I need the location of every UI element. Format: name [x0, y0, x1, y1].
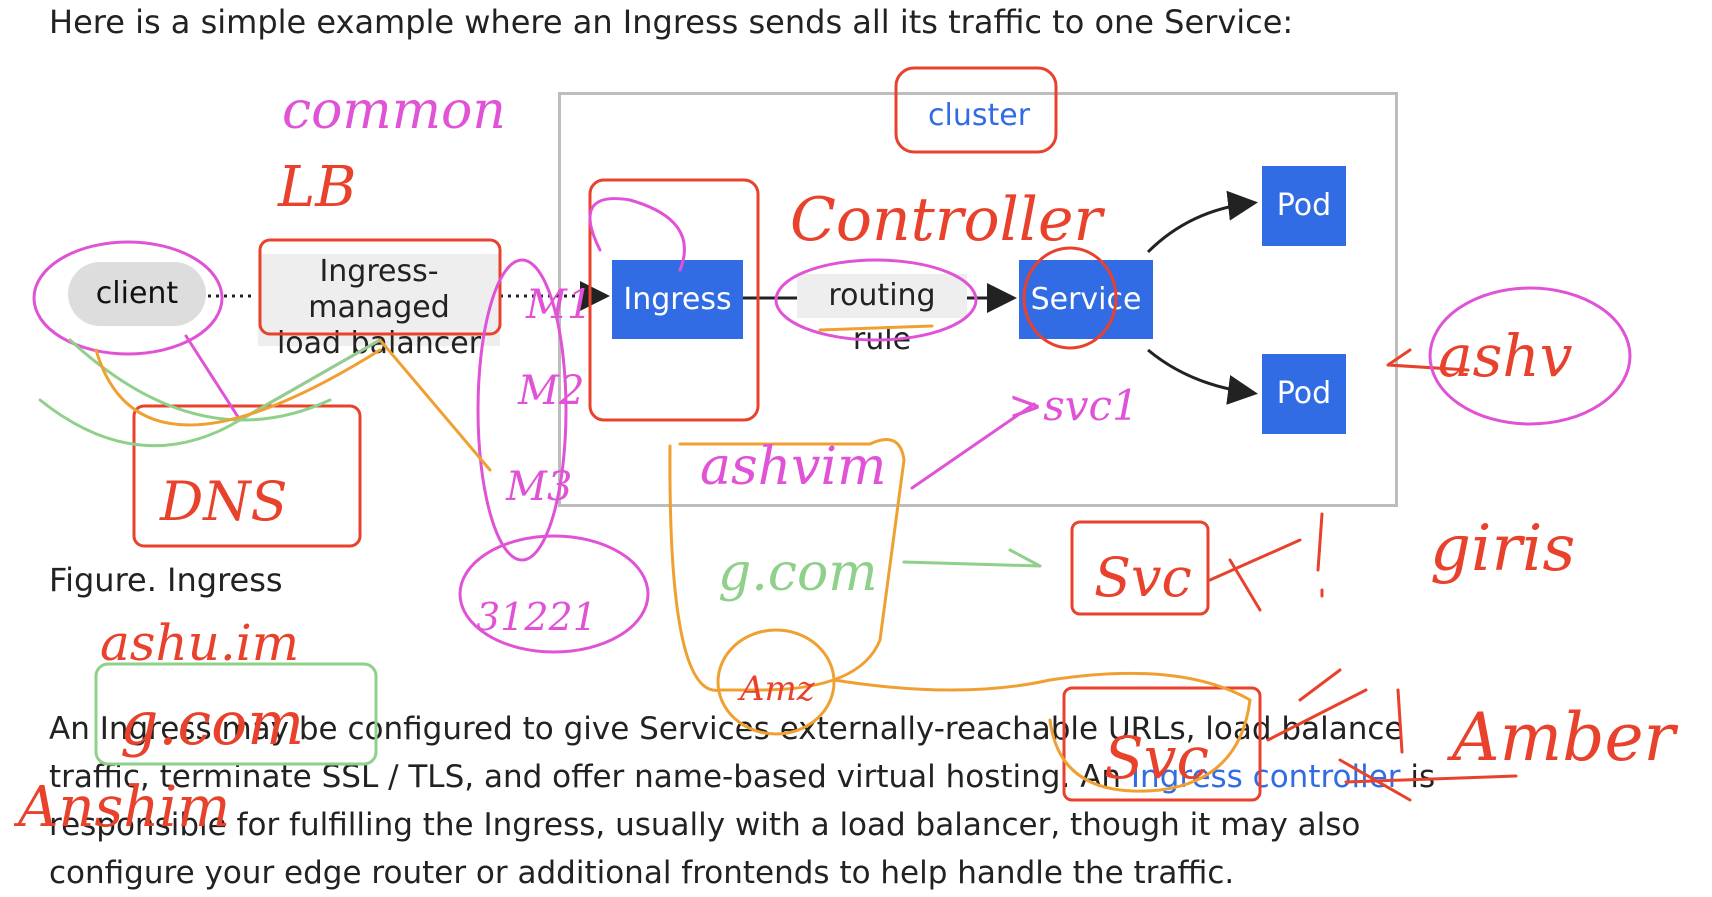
ink-common: common	[282, 81, 506, 141]
service-to-pod1-arrow	[1146, 190, 1258, 254]
figure-caption: Figure. Ingress	[49, 561, 283, 599]
paragraph-text-2: is responsible for fulfilling the Ingres…	[49, 759, 1436, 891]
pod-node-1: Pod	[1262, 166, 1346, 246]
ink-number: 31221	[476, 595, 597, 639]
dns-red-box	[132, 404, 362, 548]
pod-node-2: Pod	[1262, 354, 1346, 434]
routing-rule-pink-loop	[774, 258, 978, 342]
load-balancer-node: Ingress-managed load balancer	[258, 254, 500, 361]
m-group-pink-loop	[476, 258, 568, 562]
lb-label-line2: load balancer	[276, 326, 482, 361]
ink-girls: giris	[1430, 512, 1575, 586]
orange-underline-rule	[818, 324, 934, 332]
num-ip-pink-loop	[458, 534, 650, 654]
cluster-boundary	[558, 92, 1398, 507]
ink-lb: LB	[277, 155, 356, 220]
orange-ashvim-cup	[668, 438, 906, 692]
ingress-controller-link[interactable]: Ingress controller	[1130, 759, 1401, 795]
pink-loop-ingress	[588, 197, 686, 272]
svc-b-red-box	[1062, 686, 1262, 802]
svc-a-exclaim	[1316, 512, 1324, 598]
service-red-circle	[1022, 246, 1118, 350]
cluster-label: cluster	[928, 98, 1031, 133]
lb-red-box	[258, 238, 502, 336]
cluster-red-box	[894, 66, 1058, 154]
ink-svc-b: Svc	[1104, 724, 1209, 792]
ink-anchor-left: Anshim	[13, 775, 230, 840]
pink-to-ashvim	[910, 402, 1036, 490]
ink-m1: M1	[525, 282, 592, 328]
ingress-node: Ingress	[612, 260, 743, 339]
ink-controller: Controller	[790, 185, 1105, 255]
ink-svc1: >svc1	[1008, 381, 1139, 430]
lb-label-line1: Ingress-managed	[308, 254, 450, 325]
green-cross-lines	[38, 338, 382, 448]
ashv-pink-loop	[1428, 286, 1632, 426]
ink-dns: DNS	[159, 470, 288, 533]
svc-a-red-box	[1070, 520, 1210, 616]
body-paragraph: An Ingress may be configured to give Ser…	[49, 705, 1449, 897]
ink-gcom-mid: g.com	[718, 543, 878, 603]
ink-amz: Amz	[737, 669, 816, 709]
green-arrow-to-svc	[902, 548, 1042, 568]
ink-ashvim-mid: ashvim	[700, 437, 887, 497]
ink-m2: M2	[517, 368, 584, 414]
ink-amber: Amber	[1446, 699, 1679, 776]
orange-to-svc-b	[832, 671, 1252, 793]
orange-lines-lb	[94, 338, 492, 472]
client-node: client	[68, 262, 206, 326]
ingress-red-box	[588, 178, 760, 422]
ink-gcom-left: g.com	[120, 689, 304, 759]
left-arrow-bottom	[1338, 758, 1412, 802]
ink-m3: M3	[505, 464, 572, 510]
client-pink-circle	[32, 240, 224, 356]
amz-orange-circle	[716, 628, 836, 736]
intro-text: Here is a simple example where an Ingres…	[49, 3, 1294, 41]
service-node: Service	[1019, 260, 1153, 339]
svc-b-exclaim	[1396, 688, 1404, 754]
service-to-pod2-arrow	[1147, 348, 1258, 405]
ink-svc-a: Svc	[1094, 546, 1192, 609]
arrow-to-svc-b	[1266, 668, 1368, 742]
gcom-left-green-box	[94, 662, 378, 766]
arrow-to-ashv	[1386, 348, 1470, 372]
arrow-to-svc-a	[1208, 538, 1302, 612]
ink-ashv-right: ashv	[1438, 322, 1573, 390]
ink-ashu-im: ashu.im	[100, 614, 299, 672]
